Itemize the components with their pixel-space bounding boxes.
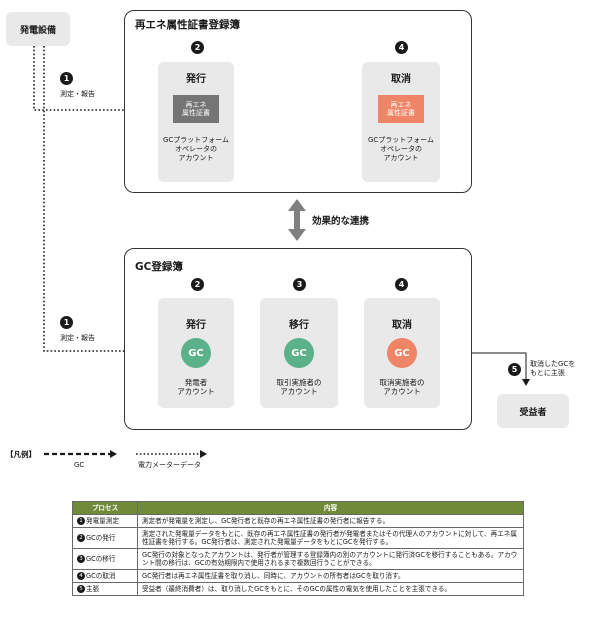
step-badge-2-gc: 2 [191, 278, 204, 291]
gc-registry-title: GC登録簿 [135, 261, 183, 273]
gc-issue-card: 発行 GC 発電者 アカウント [158, 298, 234, 408]
content-cell: 測定された発電量データをもとに、既存の再エネ属性証書の発行者が発電者またはその代… [137, 527, 524, 549]
rec-cancel-card: 取消 再エネ 属性証書 GCプラットフォーム オペレータの アカウント [362, 62, 440, 182]
gc-token-issued: GC [181, 338, 211, 368]
process-number: 3 [77, 555, 85, 563]
legend-gc-label: GC [74, 461, 85, 469]
process-name: GCの移行 [86, 555, 116, 563]
rec-registry-title: 再エネ属性証書登録簿 [135, 19, 240, 31]
content-cell: GC発行者は再エネ属性証書を取り消し、同時に、アカウントの所有者はGCを取り消す… [137, 569, 524, 583]
legend-meter-label: 電力メーターデータ [138, 461, 201, 469]
content-cell: 受益者（最終消費者）は、取り消したGCをもとに、そのGCの属性の電気を使用したこ… [137, 582, 524, 596]
gc-transfer-title: 移行 [289, 320, 309, 331]
link-double-arrow [288, 199, 306, 241]
generation-facility-label: 発電設備 [19, 25, 56, 36]
rec-issue-card: 発行 再エネ 属性証書 GCプラットフォーム オペレータの アカウント [158, 62, 234, 182]
process-name: 主張 [86, 585, 100, 593]
step-badge-1-bottom: 1 [60, 316, 73, 329]
table-header-row: プロセス 内容 [72, 501, 524, 515]
gc-cancel-title: 取消 [392, 320, 412, 331]
table-header-content: 内容 [137, 501, 524, 515]
step-badge-1-top: 1 [60, 72, 73, 85]
beneficiary-label: 受益者 [519, 407, 547, 418]
step-badge-4-gc: 4 [395, 278, 408, 291]
rec-certificate-cancelled: 再エネ 属性証書 [378, 95, 424, 123]
effective-link-label: 効果的な連携 [312, 216, 370, 227]
rec-issue-title: 発行 [186, 74, 206, 85]
process-name: GCの発行 [86, 534, 116, 542]
rec-cancel-title: 取消 [391, 74, 411, 85]
process-name: GCの取消 [86, 572, 116, 580]
meter-data-lines [33, 46, 151, 355]
process-number: 5 [77, 585, 85, 593]
report-label-top: 測定・報告 [60, 90, 95, 98]
step-badge-5: 5 [508, 363, 521, 376]
table-header-process: プロセス [72, 501, 138, 515]
content-cell: GC発行の対象となったアカウントは、発行者が管理する登録簿内の別のアカウントに発… [137, 548, 524, 570]
legend-title: 【凡例】 [6, 450, 36, 459]
beneficiary-box: 受益者 [497, 394, 569, 428]
generation-facility-box: 発電設備 [6, 12, 70, 46]
claim-label: 取消したGCを もとに主張 [530, 360, 576, 377]
process-number: 1 [77, 517, 85, 525]
process-number: 2 [77, 534, 85, 542]
process-number: 4 [77, 572, 85, 580]
rec-issue-account: GCプラットフォーム オペレータの アカウント [162, 136, 230, 162]
gc-cancel-account: 取消実施者の アカウント [379, 378, 425, 396]
gc-token-cancelled: GC [387, 338, 417, 368]
rec-certificate-issued: 再エネ 属性証書 [173, 95, 219, 123]
gc-cancel-card: 取消 GC 取消実施者の アカウント [364, 298, 440, 408]
step-badge-2-rec: 2 [191, 41, 204, 54]
step-badge-3-gc: 3 [293, 278, 306, 291]
process-name: 発電量測定 [86, 517, 119, 525]
gc-issue-account: 発電者 アカウント [177, 378, 215, 396]
gc-transfer-card: 移行 GC 取引実施者の アカウント [260, 298, 338, 408]
content-cell: 測定者が発電量を測定し、GC発行者と既存の再エネ属性証書の発行者に報告する。 [137, 514, 524, 528]
rec-cancel-account: GCプラットフォーム オペレータの アカウント [367, 136, 435, 162]
step-badge-4-rec: 4 [395, 41, 408, 54]
gc-token-transferred: GC [284, 338, 314, 368]
report-label-bottom: 測定・報告 [60, 334, 95, 342]
gc-issue-title: 発行 [186, 320, 206, 331]
gc-transfer-account: 取引実施者の アカウント [276, 378, 322, 396]
